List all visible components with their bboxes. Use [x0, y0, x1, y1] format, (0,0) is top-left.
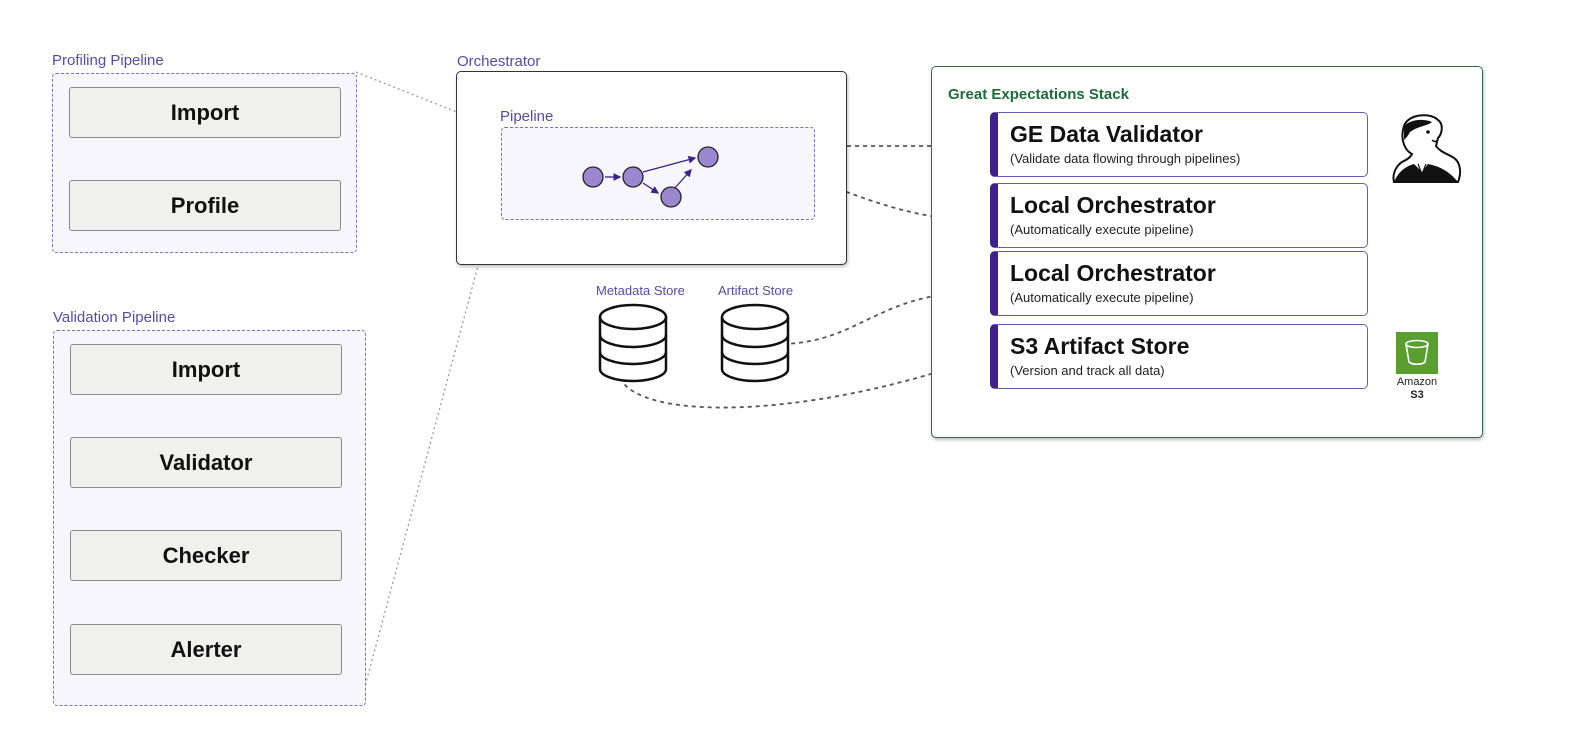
ge-component-local-orchestrator-1: Local Orchestrator (Automatically execut… [990, 183, 1368, 248]
ge-component-local-orchestrator-2: Local Orchestrator (Automatically execut… [990, 251, 1368, 316]
ge-component-ge-data-validator: GE Data Validator (Validate data flowing… [990, 112, 1368, 177]
validation-step-checker: Checker [70, 530, 342, 581]
amazon-s3-label: Amazon S3 [1390, 376, 1444, 402]
component-desc: (Validate data flowing through pipelines… [1010, 151, 1241, 166]
artifact-store-label: Artifact Store [718, 283, 794, 298]
orchestrator-label: Orchestrator [457, 53, 541, 70]
profiling-step-profile: Profile [69, 180, 341, 231]
pipeline-group [501, 127, 815, 220]
great-expectations-mascot-icon [1392, 114, 1462, 183]
component-name: S3 Artifact Store [1010, 333, 1190, 359]
ge-stack-title: Great Expectations Stack [948, 86, 1129, 103]
ge-component-s3-artifact-store: S3 Artifact Store (Version and track all… [990, 324, 1368, 389]
validation-link-line [363, 213, 493, 691]
dag-node [582, 166, 604, 188]
profiling-pipeline-label: Profiling Pipeline [52, 52, 164, 69]
metadata-to-s3-line [619, 359, 976, 409]
component-desc: (Automatically execute pipeline) [1010, 290, 1194, 305]
dag-node [622, 166, 644, 188]
pipeline-label: Pipeline [500, 108, 554, 125]
component-name: Local Orchestrator [1010, 260, 1216, 286]
metadata-store-database-icon [598, 303, 668, 383]
artifact-store-database-icon [720, 303, 790, 383]
metadata-store-label: Metadata Store [596, 283, 685, 298]
amazon-s3-label-line2: S3 [1410, 389, 1424, 401]
validation-pipeline-label: Validation Pipeline [53, 309, 176, 326]
dag-node [660, 186, 682, 208]
validation-step-validator: Validator [70, 437, 342, 488]
validation-step-import: Import [70, 344, 342, 395]
amazon-s3-bucket-icon [1396, 332, 1438, 374]
component-name: GE Data Validator [1010, 121, 1204, 147]
validation-step-alerter: Alerter [70, 624, 342, 675]
amazon-s3-label-line1: Amazon [1396, 376, 1438, 388]
dag-node [697, 146, 719, 168]
component-desc: (Automatically execute pipeline) [1010, 222, 1194, 237]
pipeline-dag-graphic [582, 146, 719, 208]
component-name: Local Orchestrator [1010, 192, 1216, 218]
component-desc: (Version and track all data) [1010, 363, 1165, 378]
profiling-step-import: Import [69, 87, 341, 138]
